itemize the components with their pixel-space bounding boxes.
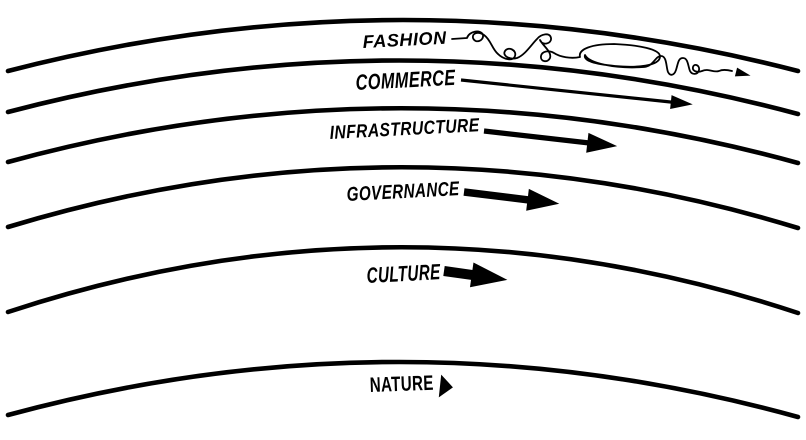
commerce-arrow [460,78,693,110]
layer-label-infrastructure: INFRASTRUCTURE [329,115,481,144]
layer-label-commerce: COMMERCE [355,65,457,95]
arc-1 [5,17,801,74]
infrastructure-arrow [483,128,618,153]
commerce-arrowhead-icon [670,95,693,110]
layer-infrastructure: INFRASTRUCTURE [329,115,618,153]
arc-5 [5,245,801,316]
governance-arrow [463,188,560,211]
layer-label-fashion: FASHION [362,28,447,52]
layer-governance: GOVERNANCE [346,178,560,211]
infrastructure-arrowhead-icon [586,132,618,153]
arc-2 [5,58,801,117]
layer-fashion: FASHION [362,28,751,77]
fashion-arrowhead-icon [734,67,751,77]
fashion-scribble-arrow [451,30,751,77]
culture-arrowhead-icon [469,262,508,288]
culture-arrow [443,262,508,288]
layer-label-culture: CULTURE [366,259,442,288]
arc-4 [5,165,801,231]
layer-culture: CULTURE [366,259,508,288]
governance-arrowhead-icon [526,188,560,211]
arc-6 [5,359,801,420]
layer-label-governance: GOVERNANCE [346,178,460,206]
layer-arcs [5,17,801,420]
arc-3 [5,105,801,166]
layer-label-nature: NATURE [369,372,434,397]
layer-commerce: COMMERCE [355,65,693,110]
nature-arrowhead-icon [438,374,453,398]
layer-nature: NATURE [369,372,453,398]
